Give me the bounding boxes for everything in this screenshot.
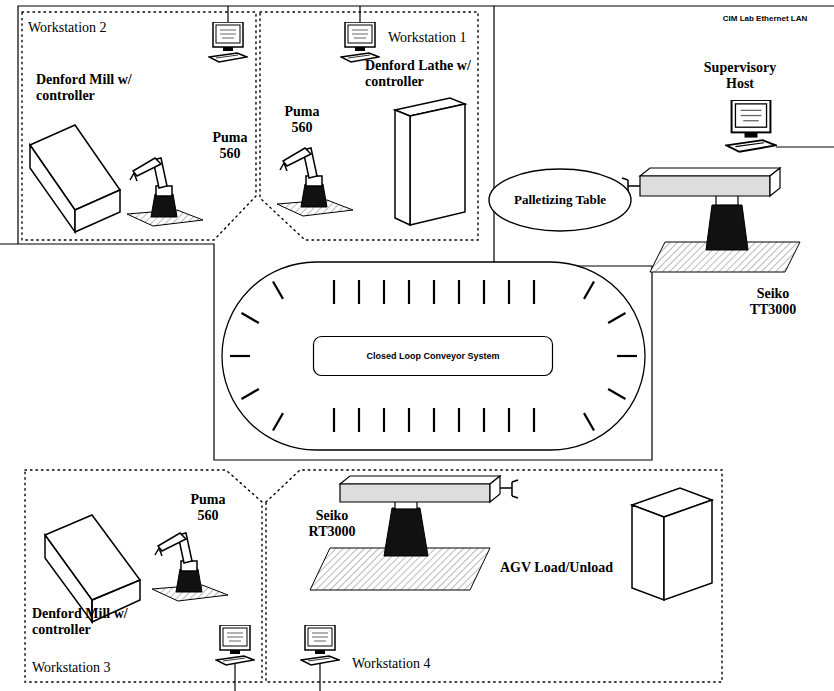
equipment-name: Workstation 4 (352, 656, 452, 672)
equipment-name: AGV Load/Unload (500, 560, 630, 576)
workstation-region-outline (22, 12, 258, 242)
equipment-name: Palletizing Table (510, 193, 610, 208)
equipment-name: Puma 560 (280, 104, 324, 136)
workstation-name: Puma 560 (186, 492, 230, 524)
robot-label: Seiko TT3000 (738, 286, 808, 318)
workstation-name: Seiko RT3000 (300, 508, 364, 540)
equipment-name: Denford Lathe w/ controller (365, 58, 473, 90)
equipment-name: Denford Mill w/ controller (32, 606, 142, 638)
equipment-name: Puma 560 (208, 130, 252, 162)
workstation-region-outline (258, 12, 480, 242)
conveyor-label-box: Closed Loop Conveyor System (313, 336, 553, 376)
workstation-region: Workstation 1 Denford Lathe w/ controller… (258, 12, 480, 242)
workstation-region: Seiko RT3000AGV Load/UnloadWorkstation 4 (264, 470, 724, 684)
workstation-region: Workstation 2 Denford Mill w/ controllerP… (22, 12, 258, 242)
workstation-region-outline (24, 470, 264, 684)
palletizing-table: Palletizing Table (488, 168, 632, 232)
network-label: CIM Lab Ethernet LAN (700, 14, 830, 23)
host-label: Supervisory Host (690, 60, 790, 92)
equipment-name: Denford Mill w/ controller (36, 72, 146, 104)
equipment-name: Closed Loop Conveyor System (323, 351, 543, 361)
workstation-region-outline (264, 470, 724, 684)
workstation-name: Workstation 1 (388, 30, 476, 46)
equipment-name: Workstation 3 (32, 660, 132, 676)
workstation-region: Puma 560Denford Mill w/ controllerWorkst… (24, 470, 264, 684)
workstation-name: Workstation 2 (28, 20, 138, 36)
